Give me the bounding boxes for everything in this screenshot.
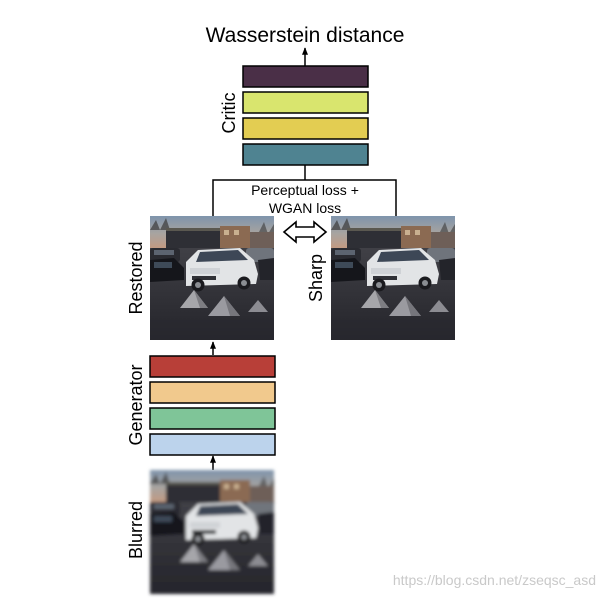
loss-label: Perceptual loss + WGAN loss [215,181,395,217]
sharp-label: Sharp [306,253,326,303]
generator-layer-3 [149,407,276,430]
generator-layer-2 [149,381,276,404]
critic-input-bracket [212,165,397,216]
critic-label: Critic [219,92,239,134]
double-arrow-icon [282,220,328,244]
generator-layer-1 [149,355,276,378]
sharp-image [331,216,455,340]
critic-layer-1 [242,65,369,88]
restored-image [150,216,274,340]
generator-layer-4 [149,433,276,456]
restored-label: Restored [126,241,146,315]
critic-layer-3 [242,117,369,140]
generator-label: Generator [126,364,146,446]
critic-layer-2 [242,91,369,114]
critic-layer-4 [242,143,369,166]
blurred-label: Blurred [126,500,146,560]
blurred-image [150,470,274,594]
loss-label-line-1: Perceptual loss + [251,182,359,198]
loss-label-line-2: WGAN loss [268,200,342,216]
watermark: https://blog.csdn.net/zseqsc_asd [392,572,596,588]
diagram-title: Wasserstein distance [205,24,405,47]
